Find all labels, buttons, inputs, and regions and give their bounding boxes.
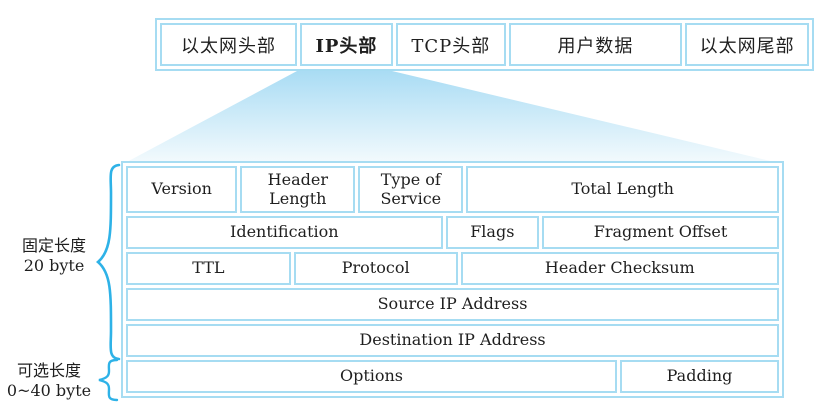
optional-length-brace [98, 358, 119, 402]
fixed-length-bytes: 20 byte [23, 256, 85, 275]
fixed-length-brace [95, 163, 121, 361]
field-ttl: TTL [126, 252, 291, 285]
field-type-of-service: Type of Service [358, 166, 464, 213]
field-total-length: Total Length [466, 166, 779, 213]
frame-cell-ip-header: IP头部 [299, 23, 393, 66]
table-row: Identification Flags Fragment Offset [126, 216, 779, 249]
table-row: Destination IP Address [126, 324, 779, 357]
field-destination-ip-address: Destination IP Address [126, 324, 779, 357]
field-fragment-offset: Fragment Offset [542, 216, 779, 249]
table-row: TTL Protocol Header Checksum [126, 252, 779, 285]
field-padding: Padding [619, 360, 779, 393]
field-label: Protocol [341, 258, 410, 278]
optional-length-text: 可选长度 [16, 361, 81, 380]
field-label: Header Checksum [544, 258, 695, 278]
field-label: Padding [666, 366, 733, 386]
field-version: Version [126, 166, 238, 213]
field-label: Identification [230, 222, 339, 242]
frame-cell-label: 用户数据 [557, 35, 634, 57]
table-row: Version Header Length Type of Service To… [126, 166, 779, 213]
field-label: TTL [192, 258, 225, 278]
field-source-ip-address: Source IP Address [126, 288, 779, 321]
field-flags: Flags [445, 216, 540, 249]
field-label: Header Length [267, 170, 328, 208]
field-identification: Identification [126, 216, 443, 249]
frame-cell-ethernet-header: 以太网头部 [160, 23, 297, 66]
frame-cell-label: 以太网尾部 [699, 35, 795, 57]
frame-cell-label: IP头部 [315, 35, 378, 57]
frame-cell-tcp-header: TCP头部 [395, 23, 506, 66]
field-label: Destination IP Address [359, 330, 546, 350]
field-label: Options [339, 366, 404, 386]
frame-cell-user-data: 用户数据 [508, 23, 683, 66]
field-label: Source IP Address [377, 294, 528, 314]
field-label: Type of Service [380, 170, 442, 208]
field-protocol: Protocol [293, 252, 458, 285]
ethernet-frame-bar: 以太网头部 IP头部 TCP头部 用户数据 以太网尾部 [155, 18, 814, 71]
fixed-length-text: 固定长度 [21, 236, 86, 255]
frame-cell-ethernet-trailer: 以太网尾部 [685, 23, 810, 66]
frame-cell-label: TCP头部 [411, 35, 491, 57]
fixed-length-label: 固定长度 20 byte [16, 236, 92, 276]
field-header-checksum: Header Checksum [460, 252, 779, 285]
field-label: Flags [470, 222, 515, 242]
field-options: Options [126, 360, 617, 393]
optional-length-bytes: 0~40 byte [6, 381, 92, 400]
frame-cell-label: 以太网头部 [180, 35, 276, 57]
field-label: Version [151, 179, 212, 199]
field-header-length: Header Length [240, 166, 356, 213]
field-label: Fragment Offset [593, 222, 728, 242]
optional-length-label: 可选长度 0~40 byte [2, 361, 96, 401]
field-label: Total Length [571, 179, 674, 199]
table-row: Source IP Address [126, 288, 779, 321]
table-row: Options Padding [126, 360, 779, 393]
ip-header-table: Version Header Length Type of Service To… [121, 161, 784, 398]
